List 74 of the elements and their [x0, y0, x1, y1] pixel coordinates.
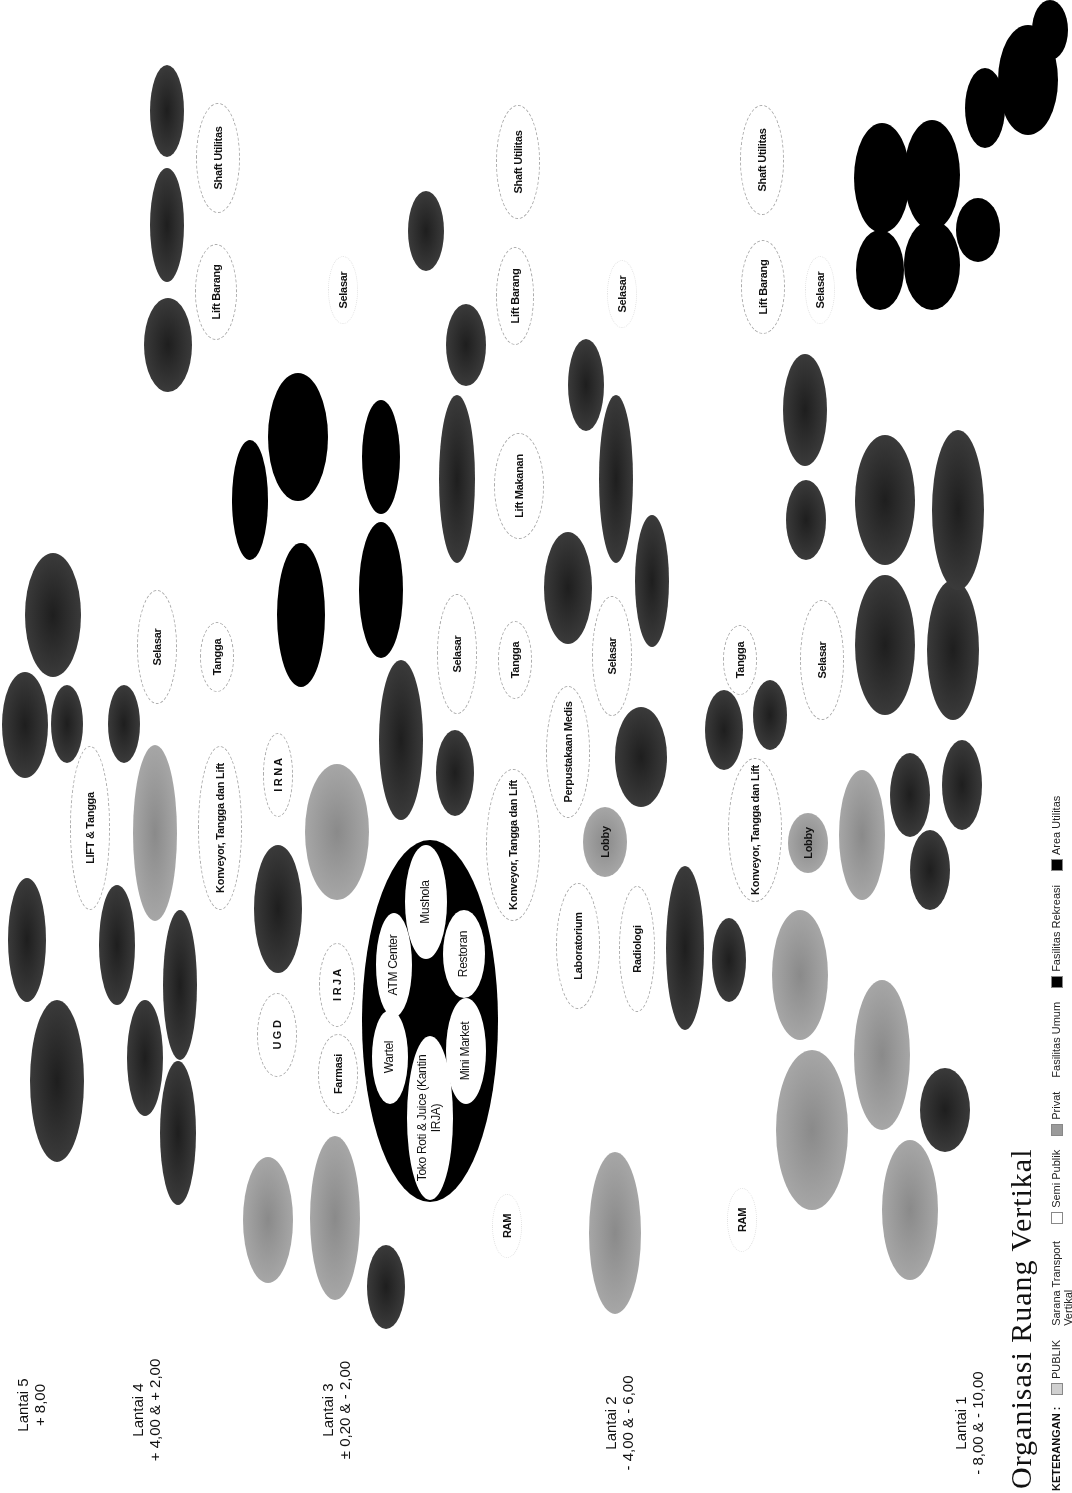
bubble-label: Selasar	[336, 270, 350, 311]
legend-label: PUBLIK	[1050, 1339, 1062, 1379]
bubble-label: RAM	[735, 1206, 749, 1235]
diagram-title: Organisasi Ruang Vertikal	[1004, 1148, 1038, 1489]
bubble-label: I R J A	[330, 968, 344, 1003]
legend-label: Area Utilitas	[1050, 795, 1062, 856]
room-bubble	[2, 672, 48, 778]
room-bubble	[407, 1036, 453, 1200]
room-bubble	[443, 910, 485, 998]
floor-label: - 8,00 & - 10,00	[969, 1371, 986, 1475]
bubble-label: Shaft Utilitas	[211, 125, 225, 192]
bubble-label: Wartel	[383, 1039, 397, 1076]
room-bubble	[956, 198, 1000, 262]
bubble-label: Selasar	[150, 627, 164, 668]
bubble-label: Selasar	[450, 634, 464, 675]
bubble-label: Konveyor, Tangga dan Lift	[506, 779, 520, 912]
room-bubble	[163, 910, 197, 1060]
bubble-label: Selasar	[815, 640, 829, 681]
floor-label: + 8,00	[31, 1383, 48, 1427]
bubble-label: Selasar	[615, 274, 629, 315]
room-bubble	[920, 1068, 970, 1152]
bubble-label: I R N A	[271, 757, 285, 794]
bubble-label: Tangga	[508, 640, 522, 681]
bubble-label: Tangga	[733, 640, 747, 681]
bubble-label: Mushola	[419, 879, 433, 926]
legend-label: Semi Publik	[1050, 1149, 1062, 1208]
room-bubble	[51, 685, 83, 763]
legend-label: Sarana Transport Vertikal	[1050, 1239, 1072, 1326]
legend-label: Privat	[1050, 1091, 1062, 1120]
room-bubble	[890, 753, 930, 837]
floor-label: + 4,00 & + 2,00	[146, 1358, 163, 1462]
room-bubble	[753, 680, 787, 750]
bubble-label: Restoran	[457, 929, 471, 980]
room-bubble	[568, 339, 604, 431]
bubble-label: Lobby	[598, 825, 612, 860]
bubble-label: Mini Market	[459, 1020, 473, 1083]
bubble-label: U G D	[270, 1019, 284, 1052]
floor-label: Lantai 1	[952, 1396, 969, 1450]
floor-label: Lantai 5	[14, 1378, 31, 1432]
bubble-label: Lift Makanan	[512, 453, 526, 520]
legend-label: Fasilitas Rekreasi	[1050, 885, 1062, 972]
bubble-label: Laboratorium	[571, 911, 585, 982]
bubble-label: Selasar	[813, 270, 827, 311]
room-bubble	[405, 845, 447, 959]
bubble-label: Lift Barang	[756, 258, 770, 317]
bubble-label: Shaft Utilitas	[755, 127, 769, 194]
bubble-label: Farmasi	[331, 1052, 345, 1097]
bubble-label: Lift Barang	[209, 263, 223, 322]
room-bubble	[910, 830, 950, 910]
bubble-label: Selasar	[605, 636, 619, 677]
legend-heading: KETERANGAN :	[1050, 1406, 1062, 1491]
floor-label: - 4,00 & - 6,00	[619, 1375, 636, 1471]
bubble-label: Tangga	[210, 637, 224, 678]
bubble-label: RAM	[500, 1212, 514, 1241]
bubble-label: Perpustakaan Medis	[561, 700, 575, 805]
room-bubble	[615, 707, 667, 807]
floor-label: Lantai 4	[129, 1383, 146, 1437]
bubble-label: Lobby	[801, 826, 815, 861]
bubble-label: LIFT & Tangga	[83, 790, 97, 866]
floor-label: ± 0,20 & - 2,00	[336, 1360, 353, 1460]
floor-label: Lantai 3	[319, 1383, 336, 1437]
bubble-label: Toko Roti & Juice (Kantin IRJA)	[416, 1053, 444, 1184]
floor-label: Lantai 2	[602, 1396, 619, 1450]
bubble-label: Konveyor, Tangga dan Lift	[213, 762, 227, 895]
room-bubble	[359, 522, 403, 658]
bubble-label: Konveyor, Tangga dan Lift	[748, 764, 762, 897]
bubble-label: Radiologi	[630, 924, 644, 975]
legend-label: Fasilitas Umum	[1050, 1001, 1062, 1078]
room-bubble	[788, 813, 828, 873]
bubble-label: Lift Barang	[508, 267, 522, 326]
bubble-label: Shaft Utilitas	[511, 129, 525, 196]
room-bubble	[25, 553, 81, 677]
room-bubble	[705, 690, 743, 770]
bubble-label: ATM Center	[387, 933, 401, 998]
